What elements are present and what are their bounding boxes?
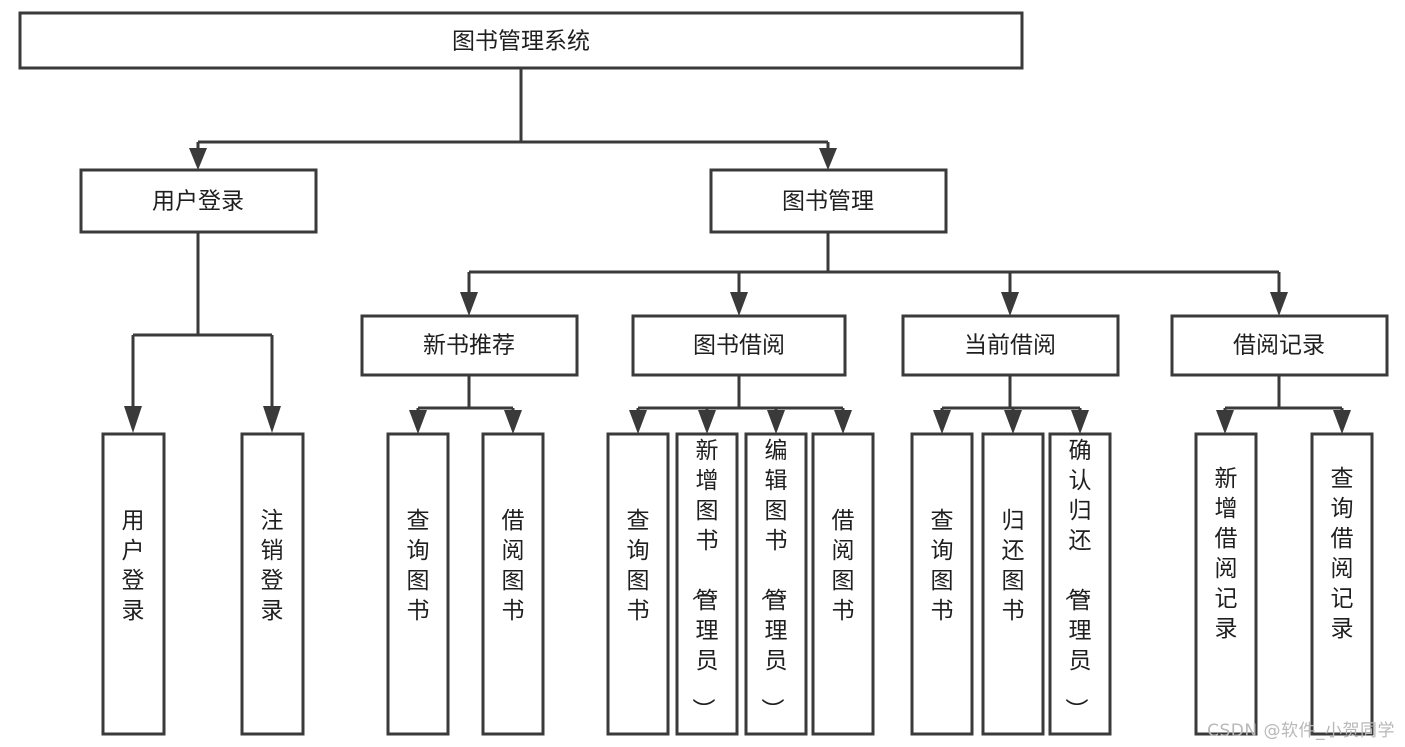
arrow-head-new-book-recommend bbox=[460, 292, 478, 316]
node-box[interactable] bbox=[1310, 432, 1374, 736]
node-user-login[interactable]: 用户登录 bbox=[79, 168, 318, 234]
arrow-head-leaf-query-book-2 bbox=[629, 410, 647, 434]
node-label: 图书管理系统 bbox=[452, 29, 590, 55]
node-new-book-recommend[interactable]: 新书推荐 bbox=[360, 314, 579, 377]
node-label: 用户登录 bbox=[152, 189, 244, 215]
node-label: 新增图书（管理员） bbox=[690, 438, 719, 721]
arrow-head-book-management bbox=[819, 148, 837, 170]
node-box[interactable] bbox=[606, 432, 670, 736]
arrow-head-leaf-query-book-1 bbox=[409, 410, 427, 434]
node-leaf-logout-login[interactable]: 注销登录 bbox=[240, 432, 305, 736]
node-label: 当前借阅 bbox=[964, 333, 1056, 359]
node-current-borrow[interactable]: 当前借阅 bbox=[901, 314, 1120, 377]
node-leaf-edit-book[interactable]: 编辑图书（管理员） bbox=[744, 432, 808, 736]
arrow-head-user-login bbox=[189, 148, 207, 170]
node-borrow-record[interactable]: 借阅记录 bbox=[1170, 314, 1389, 377]
arrow-head-leaf-logout-login bbox=[263, 406, 281, 433]
node-box[interactable] bbox=[481, 432, 545, 736]
node-leaf-add-borrow-record[interactable]: 新增借阅记录 bbox=[1194, 432, 1258, 736]
node-label: 图书借阅 bbox=[693, 333, 785, 359]
node-box[interactable] bbox=[360, 314, 579, 377]
node-book-management-system[interactable]: 图书管理系统 bbox=[18, 11, 1024, 70]
node-label: 新增借阅记录 bbox=[1215, 466, 1238, 642]
node-leaf-borrow-book-2[interactable]: 借阅图书 bbox=[811, 432, 875, 736]
node-leaf-user-login[interactable]: 用户登录 bbox=[101, 432, 166, 736]
node-label: 借阅图书 bbox=[832, 508, 855, 624]
node-label: 新书推荐 bbox=[423, 333, 515, 359]
node-leaf-query-book-3[interactable]: 查询图书 bbox=[910, 432, 974, 736]
arrow-head-leaf-user-login bbox=[124, 406, 142, 433]
node-label: 借阅图书 bbox=[502, 508, 525, 624]
connectors bbox=[124, 68, 1351, 434]
node-leaf-return-book[interactable]: 归还图书 bbox=[981, 432, 1045, 736]
node-label: 归还图书 bbox=[1002, 508, 1025, 624]
node-box[interactable] bbox=[101, 432, 166, 736]
node-box[interactable] bbox=[901, 314, 1120, 377]
node-label: 查询图书 bbox=[931, 508, 954, 624]
node-leaf-query-borrow-record[interactable]: 查询借阅记录 bbox=[1310, 432, 1374, 736]
node-book-borrow[interactable]: 图书借阅 bbox=[631, 314, 847, 377]
node-label: 用户登录 bbox=[122, 508, 145, 624]
node-box[interactable] bbox=[386, 432, 450, 736]
arrow-head-current-borrow bbox=[1001, 292, 1019, 316]
arrow-head-leaf-query-book-3 bbox=[933, 410, 951, 434]
node-box[interactable] bbox=[709, 168, 948, 234]
node-box[interactable] bbox=[910, 432, 974, 736]
arrow-head-book-borrow bbox=[730, 292, 748, 316]
node-leaf-add-book[interactable]: 新增图书（管理员） bbox=[675, 432, 739, 736]
arrow-head-leaf-return-book bbox=[1004, 410, 1022, 434]
node-leaf-query-book-1[interactable]: 查询图书 bbox=[386, 432, 450, 736]
node-label: 注销登录 bbox=[261, 508, 284, 624]
node-box[interactable] bbox=[744, 432, 808, 736]
node-leaf-borrow-book-1[interactable]: 借阅图书 bbox=[481, 432, 545, 736]
arrow-head-leaf-confirm-return bbox=[1071, 410, 1089, 434]
node-box[interactable] bbox=[675, 432, 739, 736]
node-label: 确认归还（管理员） bbox=[1063, 438, 1092, 721]
arrow-head-borrow-record bbox=[1270, 292, 1288, 316]
node-label: 查询图书 bbox=[407, 508, 430, 624]
node-box[interactable] bbox=[631, 314, 847, 377]
node-leaf-query-book-2[interactable]: 查询图书 bbox=[606, 432, 670, 736]
arrow-head-leaf-add-book bbox=[698, 410, 716, 434]
arrow-head-leaf-edit-book bbox=[767, 410, 785, 434]
node-label: 查询图书 bbox=[627, 508, 650, 624]
node-leaf-confirm-return[interactable]: 确认归还（管理员） bbox=[1048, 432, 1112, 736]
arrow-head-leaf-borrow-book-1 bbox=[504, 410, 522, 434]
node-box[interactable] bbox=[79, 168, 318, 234]
node-label: 借阅记录 bbox=[1233, 333, 1325, 359]
node-book-management[interactable]: 图书管理 bbox=[709, 168, 948, 234]
node-label: 图书管理 bbox=[782, 189, 874, 215]
csdn-watermark: CSDN @软件_小贺同学 bbox=[1207, 721, 1395, 741]
arrow-head-leaf-query-borrow-record bbox=[1333, 410, 1351, 434]
node-box[interactable] bbox=[240, 432, 305, 736]
arrow-head-leaf-add-borrow-record bbox=[1216, 410, 1234, 434]
node-box[interactable] bbox=[811, 432, 875, 736]
node-label: 查询借阅记录 bbox=[1331, 466, 1354, 642]
node-label: 编辑图书（管理员） bbox=[759, 438, 788, 721]
node-box[interactable] bbox=[18, 11, 1024, 70]
node-box[interactable] bbox=[1194, 432, 1258, 736]
node-box[interactable] bbox=[1170, 314, 1389, 377]
node-box[interactable] bbox=[981, 432, 1045, 736]
arrow-head-leaf-borrow-book-2 bbox=[834, 410, 852, 434]
node-box[interactable] bbox=[1048, 432, 1112, 736]
